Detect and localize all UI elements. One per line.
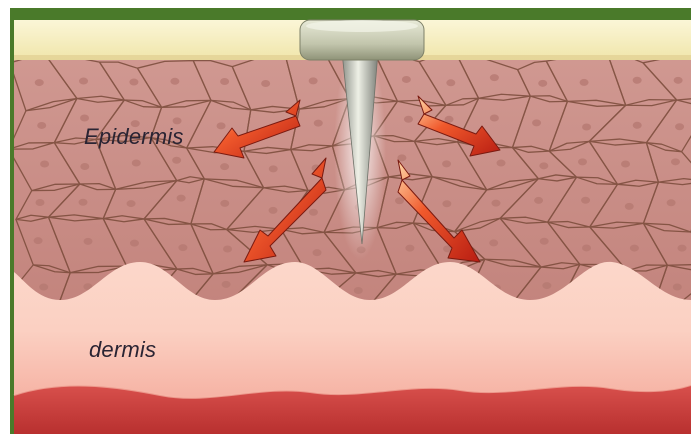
cell-nucleus (309, 77, 318, 84)
cell-nucleus (580, 79, 589, 86)
cell-nucleus (127, 200, 136, 207)
cell-nucleus (405, 245, 414, 252)
cell-nucleus (217, 122, 226, 129)
cell-nucleus (79, 199, 88, 206)
cell-nucleus (446, 79, 455, 86)
cell-nucleus (678, 245, 687, 252)
cell-nucleus (309, 209, 318, 216)
cell-nucleus (220, 78, 229, 85)
cell-nucleus (313, 249, 322, 256)
cell-nucleus (402, 76, 411, 83)
cell-nucleus (269, 165, 278, 172)
cell-nucleus (354, 287, 363, 294)
cell-nucleus (497, 160, 506, 167)
cell-nucleus (538, 80, 547, 87)
cell-nucleus (542, 282, 551, 289)
cell-nucleus (490, 115, 499, 122)
cell-nucleus (532, 119, 541, 126)
cell-nucleus (34, 237, 43, 244)
cell-nucleus (633, 77, 642, 84)
cell-nucleus (269, 207, 278, 214)
cell-nucleus (442, 160, 451, 167)
cell-nucleus (445, 116, 454, 123)
cell-nucleus (671, 158, 680, 165)
cell-nucleus (80, 114, 89, 121)
epidermis-label: Epidermis (84, 124, 184, 150)
cell-nucleus (40, 160, 49, 167)
cell-nucleus (673, 283, 682, 290)
cell-nucleus (490, 74, 499, 81)
cell-nucleus (404, 116, 413, 123)
cell-nucleus (261, 80, 270, 87)
cell-nucleus (222, 281, 231, 288)
cell-nucleus (80, 163, 89, 170)
cell-nucleus (581, 197, 590, 204)
cell-nucleus (132, 159, 141, 166)
cell-nucleus (667, 199, 676, 206)
cell-nucleus (177, 195, 186, 202)
cell-nucleus (491, 200, 500, 207)
cell-nucleus (130, 240, 139, 247)
cell-nucleus (582, 244, 591, 251)
cell-nucleus (578, 158, 587, 165)
cell-nucleus (539, 162, 548, 169)
cell-nucleus (79, 78, 88, 85)
cell-nucleus (314, 120, 323, 127)
cell-nucleus (39, 284, 48, 291)
cell-nucleus (172, 157, 181, 164)
cell-nucleus (178, 244, 187, 251)
cell-nucleus (633, 122, 642, 129)
cell-nucleus (674, 77, 683, 84)
cell-nucleus (220, 200, 229, 207)
cell-nucleus (35, 79, 44, 86)
cell-nucleus (442, 200, 451, 207)
cell-nucleus (170, 78, 179, 85)
cell-nucleus (129, 79, 138, 86)
cell-nucleus (534, 197, 543, 204)
cell-nucleus (37, 122, 46, 129)
cell-nucleus (625, 203, 634, 210)
cell-nucleus (489, 239, 498, 246)
cell-nucleus (675, 123, 684, 130)
cell-nucleus (35, 199, 44, 206)
cell-nucleus (223, 246, 232, 253)
cell-nucleus (84, 238, 93, 245)
cell-nucleus (540, 238, 549, 245)
cell-nucleus (630, 245, 639, 252)
cell-nucleus (621, 161, 630, 168)
cell-nucleus (220, 163, 229, 170)
cell-nucleus (582, 124, 591, 131)
cell-nucleus (395, 197, 404, 204)
dermis-label: dermis (89, 337, 156, 363)
